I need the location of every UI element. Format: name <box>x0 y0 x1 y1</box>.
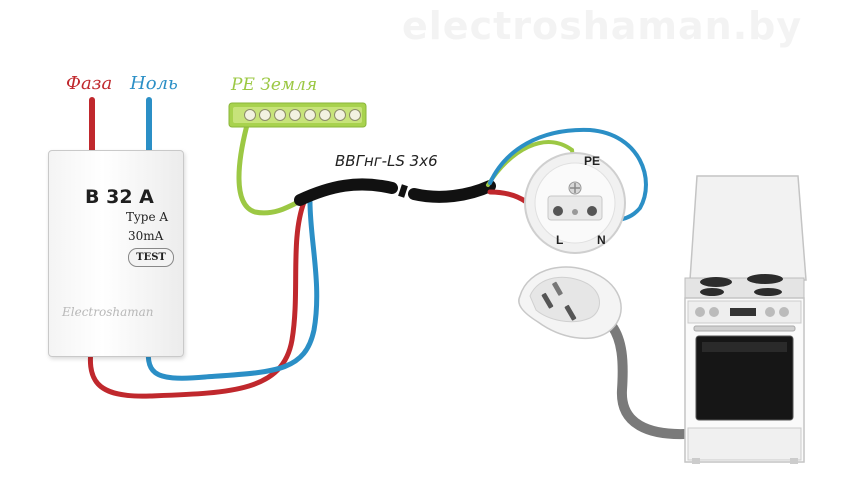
breaker-type: Type A <box>126 210 169 224</box>
socket-pin-l <box>553 206 563 216</box>
oven-door-window <box>695 335 794 421</box>
main-cable-left <box>294 178 398 206</box>
phase-label: Фаза <box>66 73 113 94</box>
pe-bus-label: PE Земля <box>231 75 318 95</box>
breaker-current: 30mA <box>128 229 164 243</box>
socket-pin-n <box>587 206 597 216</box>
pe-bus-bar <box>228 102 367 128</box>
burner-2 <box>747 274 783 284</box>
breaker-rating: B 32 A <box>85 186 154 208</box>
burner-3 <box>700 288 724 296</box>
breaker-brand: Electroshaman <box>62 305 154 319</box>
main-cable-mid <box>398 184 408 198</box>
socket-pe-label: PE <box>584 154 601 168</box>
burner-1 <box>700 277 732 287</box>
burner-4 <box>754 288 782 296</box>
stove-lid <box>689 175 807 281</box>
earth-wire <box>236 122 309 216</box>
electric-stove <box>684 175 807 464</box>
cable-label: ВВГнг-LS 3x6 <box>335 152 438 170</box>
socket-l-label: L <box>556 233 564 247</box>
stove-cord <box>607 321 690 440</box>
wires <box>87 97 690 440</box>
socket-n-label: N <box>597 233 606 247</box>
main-cable-right <box>408 180 496 203</box>
oven-handle <box>693 325 796 332</box>
socket-neutral-wire <box>488 127 648 222</box>
neutral-label: Ноль <box>130 73 178 94</box>
neutral-output-wire <box>145 199 320 381</box>
phase-output-wire <box>87 199 307 399</box>
plug <box>518 266 622 340</box>
watermark: electroshaman.by <box>402 4 803 48</box>
socket <box>524 152 626 254</box>
breaker-test-button[interactable]: TEST <box>128 248 174 267</box>
pe-bus-screws <box>244 109 361 121</box>
